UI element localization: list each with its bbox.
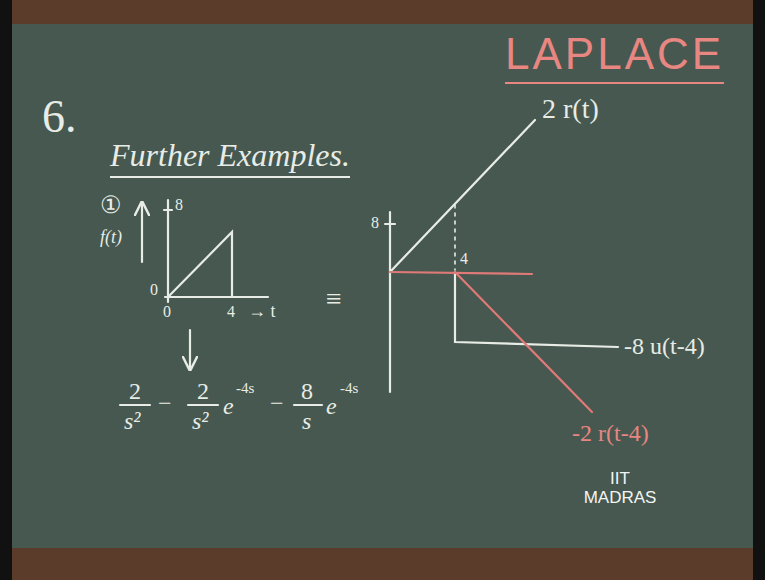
example-number: ① — [100, 192, 122, 218]
dotted-guide — [454, 205, 456, 270]
formula-term: s — [302, 408, 311, 434]
section-number: 6. — [42, 92, 77, 143]
step-line — [455, 272, 618, 347]
negative-ramp — [455, 272, 592, 412]
tick — [164, 209, 172, 211]
formula-term: e — [326, 393, 337, 419]
baseline — [390, 272, 532, 274]
curve-label: -8 u(t-4) — [624, 333, 705, 359]
formula-term: 8 — [301, 378, 313, 404]
equivalence-sign: ≡ — [326, 284, 342, 315]
axis-value: 8 — [175, 196, 183, 214]
axis-value: 0 — [150, 281, 158, 299]
axis-name: f(t) — [100, 228, 122, 248]
formula-term: − — [158, 390, 172, 416]
triangle-pulse — [168, 232, 232, 297]
formula-term: e — [223, 393, 234, 419]
formula-term: − — [270, 390, 284, 416]
axis-value: 8 — [371, 214, 379, 232]
watermark: IIT MADRAS — [575, 470, 665, 507]
axis-value: 0 — [163, 303, 171, 321]
fraction-bar — [188, 404, 218, 406]
formula-term: 2 — [197, 378, 209, 404]
t-axis — [165, 296, 268, 298]
formula-term: 2 — [129, 378, 141, 404]
left-edge — [0, 0, 12, 580]
axis-name: → t — [248, 302, 276, 322]
tick — [385, 223, 395, 225]
formula-term: s² — [192, 408, 209, 434]
y-axis — [167, 200, 169, 302]
top-rail — [0, 0, 765, 24]
axis-value: 4 — [460, 250, 468, 268]
up-arrow — [141, 204, 143, 262]
ramp-line — [390, 120, 535, 272]
formula-exponent: -4s — [236, 380, 254, 397]
right-edge — [753, 0, 765, 580]
axis-value: 4 — [227, 303, 235, 321]
board-heading: LAPLACE — [505, 30, 724, 84]
curve-label: -2 r(t-4) — [572, 420, 649, 446]
bottom-rail — [0, 548, 765, 580]
fraction-bar — [120, 404, 150, 406]
fraction-bar — [294, 404, 322, 406]
y-axis — [389, 212, 391, 392]
curve-label: 2 r(t) — [542, 94, 599, 125]
subheading: Further Examples. — [110, 138, 350, 178]
formula-exponent: -4s — [340, 380, 358, 397]
formula-term: s² — [124, 408, 141, 434]
down-arrow — [189, 330, 191, 368]
